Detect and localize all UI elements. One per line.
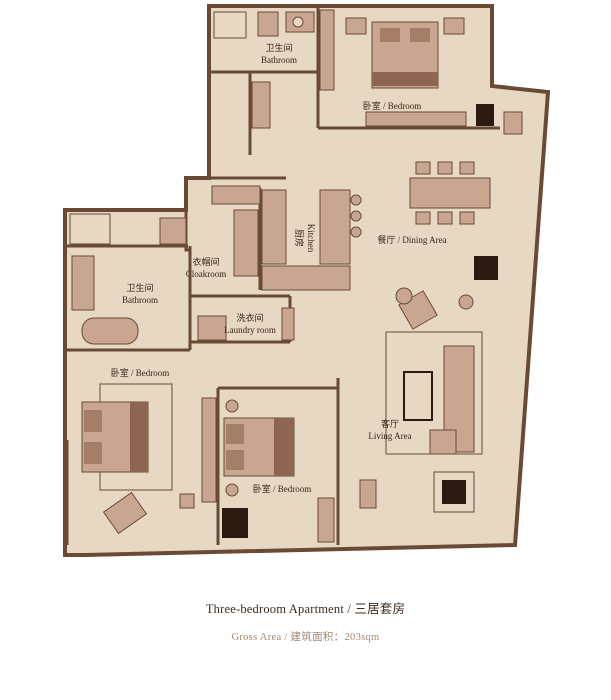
gross-area: Gross Area / 建筑面积：203sqm [231,632,380,643]
pillow-icon [226,450,244,470]
living-furniture [359,287,483,513]
bathtub-icon [81,317,139,345]
label-bedroom-center: 卧室 / Bedroom [253,483,312,494]
left-bedroom-furniture [81,383,195,535]
label-kitchen-en: Kitchen [306,224,316,253]
label-laundry-zh: 洗衣间 [236,312,263,323]
label-bathroom-left-en: Bathroom [122,295,158,305]
dining-table-icon [409,177,491,209]
column-icon [474,256,498,280]
left-bathroom-fixtures [69,213,187,345]
top-bedroom-furniture [345,17,523,135]
wardrobes [201,9,335,543]
floor-plan: 卫生间 Bathroom 卧室 / Bedroom 厨房 Kitchen 餐厅 … [63,4,551,557]
label-bathroom-top-en: Bathroom [261,55,297,65]
plan-title: Three-bedroom Apartment / 三居套房 [205,602,406,616]
coffee-table-icon [403,371,433,421]
label-laundry-en: Laundry room [224,325,276,335]
label-cloakroom-en: Cloakroom [186,269,227,279]
label-dining: 餐厅 / Dining Area [377,234,446,245]
nightstand-icon [443,17,465,35]
pillow-icon [380,28,400,42]
center-bedroom-furniture [222,399,295,538]
label-living-en: Living Area [368,431,411,441]
pillow-icon [226,424,244,444]
dining-furniture [409,161,498,280]
nightstand-icon [345,17,367,35]
label-bathroom-left-zh: 卫生间 [126,282,153,293]
top-bathroom-fixtures [213,11,315,39]
label-bedroom-top: 卧室 / Bedroom [363,100,422,111]
label-cloakroom-zh: 衣帽间 [192,256,219,267]
column-icon [476,104,494,126]
armchair-icon [429,429,457,455]
laundry-fixtures [197,307,295,341]
pillow-icon [84,442,102,464]
pillow-icon [84,410,102,432]
kitchen-fixtures [261,189,362,291]
desk-icon [365,111,467,127]
column-icon [222,508,248,538]
armchair-icon [102,491,148,535]
label-living-zh: 客厅 [381,418,399,429]
pillow-icon [410,28,430,42]
label-bathroom-top-zh: 卫生间 [265,42,292,53]
label-bedroom-left: 卧室 / Bedroom [111,367,170,378]
label-kitchen-zh: 厨房 [294,229,305,247]
